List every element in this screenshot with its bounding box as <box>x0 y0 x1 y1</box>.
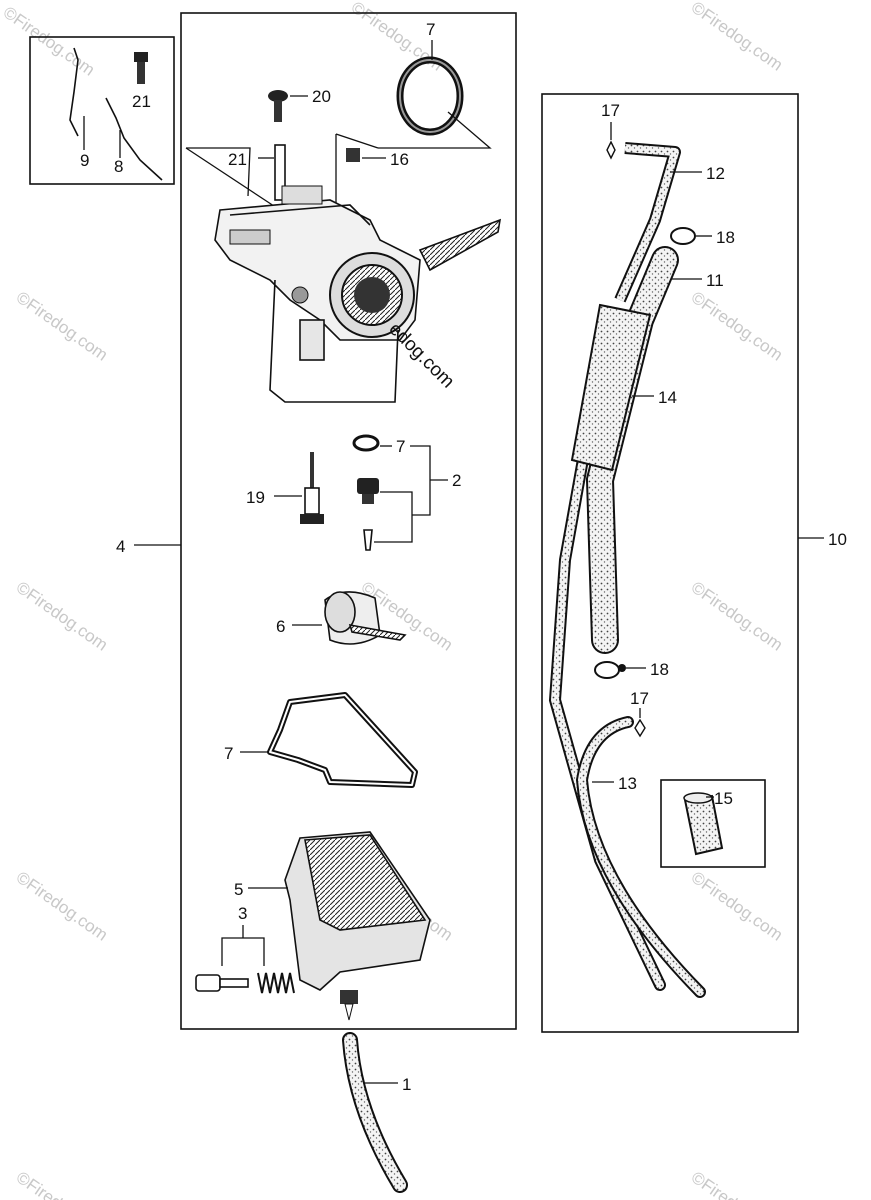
callout-6: 6 <box>276 617 285 636</box>
watermark: ©Firedog.com <box>688 578 787 655</box>
watermark: ©Firedog.com <box>0 3 98 80</box>
screw-21-inset <box>134 52 148 84</box>
callout-11: 11 <box>706 271 724 290</box>
leader-bracket-diag <box>185 147 281 211</box>
pilot-screw-3 <box>195 974 249 992</box>
callout-2: 2 <box>452 471 461 490</box>
callout-14: 14 <box>658 388 677 407</box>
washer-7 <box>352 434 380 452</box>
float-needle <box>363 529 373 551</box>
float-6 <box>324 591 407 645</box>
clamp-18-bottom <box>594 661 626 679</box>
callout-17-bottom: 17 <box>630 689 649 708</box>
leader-bracket-join <box>335 133 379 149</box>
watermark: ©Firedog.com <box>13 1168 112 1200</box>
filter-inset-frame <box>660 779 766 868</box>
watermark: ©Firedog.com <box>13 868 112 945</box>
clamp-18-top <box>670 227 696 245</box>
carburetor-body <box>214 185 502 403</box>
tube-set-frame <box>541 93 799 1033</box>
callout-18-top: 18 <box>716 228 735 247</box>
callout-7-gasket: 7 <box>224 744 233 763</box>
screw-20 <box>268 90 288 122</box>
link-rod-9 <box>69 47 79 137</box>
carburetor-assembly-frame <box>180 12 517 1030</box>
leader-bracket-3 <box>221 937 265 966</box>
callout-20: 20 <box>312 87 331 106</box>
watermark: ©Firedog.com <box>688 868 787 945</box>
drain-tube-1 <box>342 1032 408 1193</box>
pin-21 <box>274 144 286 201</box>
drain-tube-13 <box>575 716 706 998</box>
callout-8: 8 <box>114 157 123 176</box>
callout-10: 10 <box>828 530 847 549</box>
protector-sleeve-14 <box>570 303 652 472</box>
watermark: ©Firedog.com <box>688 0 787 75</box>
callout-9: 9 <box>80 151 89 170</box>
main-jet-19 <box>300 452 324 524</box>
callout-5: 5 <box>234 880 243 899</box>
callout-3: 3 <box>238 904 247 923</box>
pilot-spring-3 <box>257 972 295 994</box>
callout-7-mid: 7 <box>396 437 405 456</box>
callout-12: 12 <box>706 164 725 183</box>
float-bowl-gasket-7 <box>267 692 418 788</box>
callout-18-bottom: 18 <box>650 660 669 679</box>
watermark: ©Firedog.com <box>688 288 787 365</box>
leader-bracket-2b <box>374 491 413 543</box>
inset-frame <box>29 36 175 185</box>
o-ring-7 <box>396 56 464 136</box>
callout-17-top: 17 <box>601 101 620 120</box>
vent-tube-12 <box>614 142 681 303</box>
float-bowl-5 <box>284 831 431 1021</box>
clip-17-top <box>606 140 616 160</box>
watermark: ©Firedog.com <box>13 578 112 655</box>
leader-7-ring <box>378 111 492 149</box>
callout-21-inset: 21 <box>132 92 151 111</box>
callout-4: 4 <box>116 537 125 556</box>
watermark: ©Firedog.com <box>688 1168 787 1200</box>
callout-19: 19 <box>246 488 265 507</box>
callout-21-main: 21 <box>228 150 247 169</box>
callout-15: 15 <box>714 789 733 808</box>
filter-15 <box>683 792 724 856</box>
callout-7-top: 7 <box>426 20 435 39</box>
callout-13: 13 <box>618 774 637 793</box>
leader-bracket-left <box>186 147 251 197</box>
clip-17-bottom <box>634 718 646 738</box>
watermark: ©Firedog.com <box>13 288 112 365</box>
leader-bracket-2 <box>410 445 431 516</box>
nut-16 <box>346 148 360 162</box>
needle-valve-seat <box>357 478 379 504</box>
link-rod-8 <box>105 97 163 181</box>
callout-1: 1 <box>402 1075 411 1094</box>
callout-16: 16 <box>390 150 409 169</box>
